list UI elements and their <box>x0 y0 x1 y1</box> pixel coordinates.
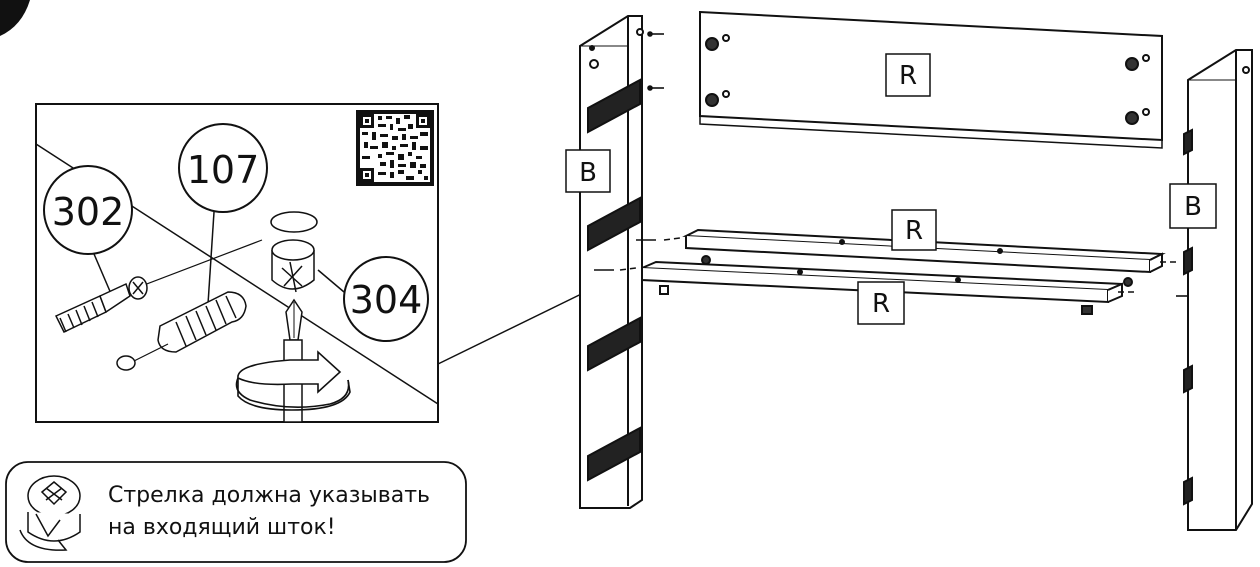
part-number-107: 107 <box>187 148 260 192</box>
cam-lock-304-illustration <box>270 211 318 293</box>
top-board-panel <box>699 10 1163 149</box>
left-pins <box>594 31 681 271</box>
right-side-label: B <box>1184 192 1202 222</box>
front-rail-label-box: R <box>857 281 905 325</box>
part-callout-304: 304 <box>317 256 429 342</box>
front-rail-label: R <box>872 289 890 319</box>
back-rail-label: R <box>905 216 923 246</box>
left-side-label: B <box>579 158 597 188</box>
top-board-label-box: R <box>885 53 931 97</box>
detail-inset: 107 302 304 <box>35 103 439 423</box>
back-rail-panel <box>682 228 1166 274</box>
right-side-panel <box>1183 49 1253 531</box>
part-callout-107: 107 <box>178 123 268 305</box>
part-number-304: 304 <box>350 278 423 322</box>
rotation-arrow-icon <box>235 350 351 411</box>
screw-302-illustration <box>54 276 148 333</box>
top-board-label: R <box>899 61 917 91</box>
right-pins <box>1118 261 1188 297</box>
note-text: Стрелка должна указывать на входящий што… <box>108 480 458 544</box>
dowel-107-illustration <box>116 291 247 371</box>
left-side-label-box: B <box>565 149 611 193</box>
left-side-panel <box>579 15 644 509</box>
step-badge <box>0 0 30 36</box>
note-line-2: на входящий шток! <box>108 515 336 540</box>
note-line-1: Стрелка должна указывать <box>108 483 430 508</box>
right-side-label-box: B <box>1169 183 1217 229</box>
qr-code <box>356 110 434 186</box>
back-rail-label-box: R <box>891 209 937 251</box>
part-callout-302: 302 <box>43 165 133 297</box>
note-box <box>5 461 467 563</box>
cam-lock-icon <box>19 475 81 551</box>
part-number-302: 302 <box>52 190 125 234</box>
